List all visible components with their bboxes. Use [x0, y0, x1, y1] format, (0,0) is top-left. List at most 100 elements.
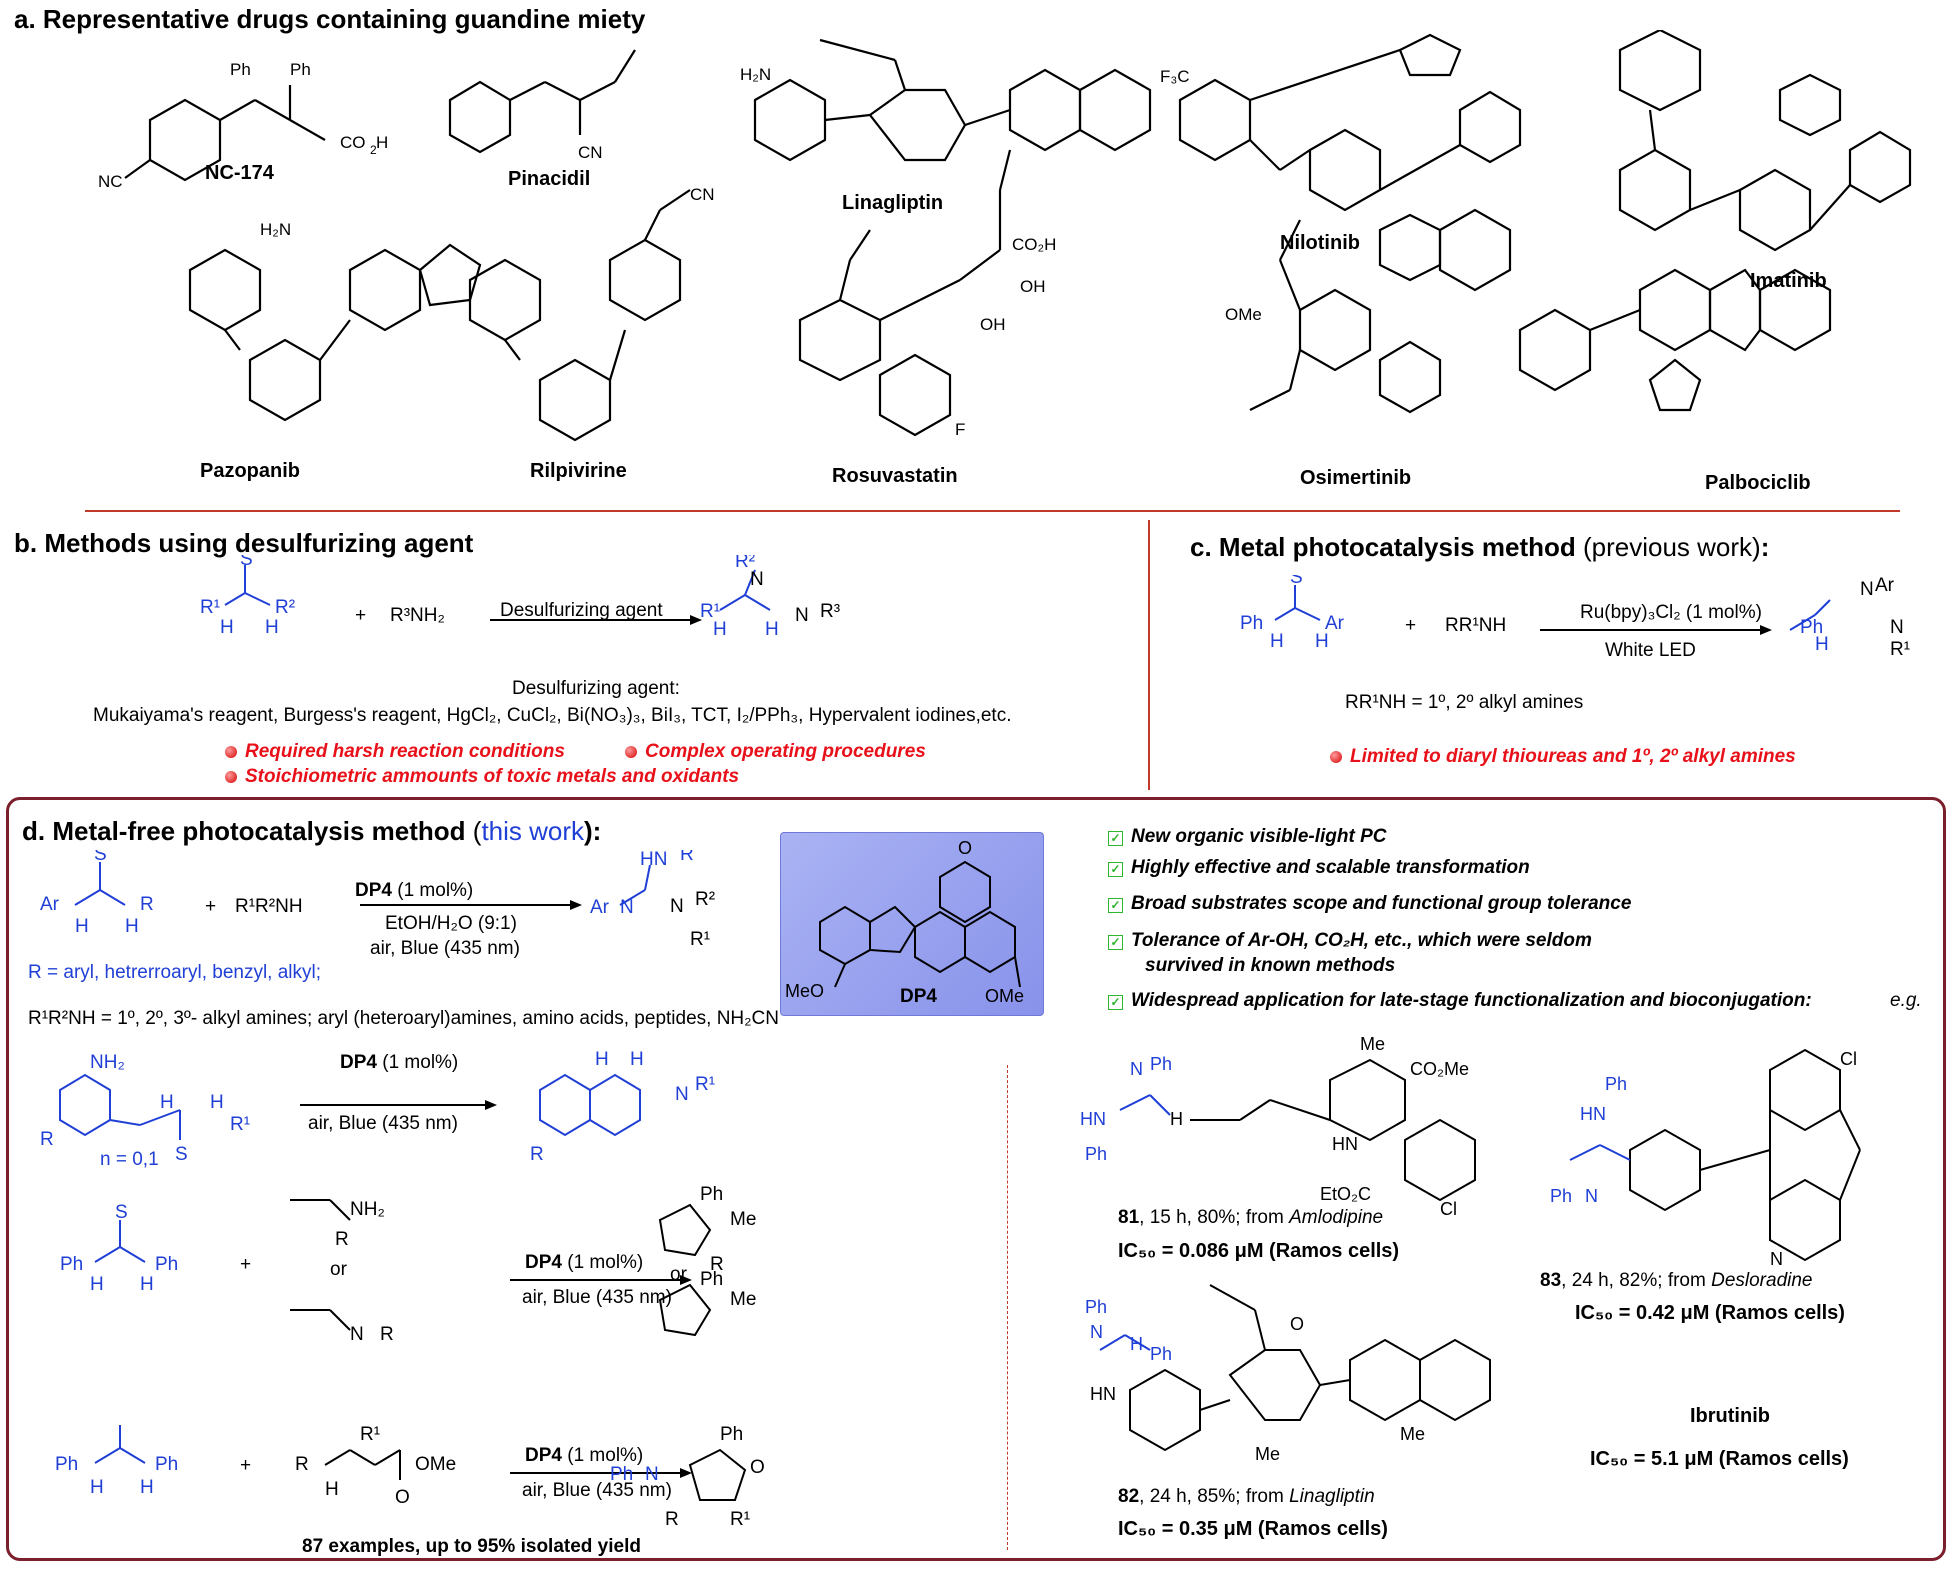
section-c-amine-note: RR¹NH = 1º, 2º alkyl amines [1345, 692, 1584, 713]
feature-item-2: ✓Highly effective and scalable transform… [1108, 857, 1530, 879]
eg-label: e.g. [1890, 990, 1922, 1011]
svg-text:Ph: Ph [1150, 1344, 1172, 1364]
svg-text:N: N [645, 1464, 659, 1485]
svg-text:R¹: R¹ [200, 597, 220, 618]
svg-text:Cl: Cl [1840, 1049, 1857, 1069]
dp4-label: DP4 [900, 986, 937, 1007]
nilotinib-ring-1 [1178, 78, 1252, 162]
svg-text:R¹: R¹ [690, 929, 710, 950]
svg-text:R: R [650, 1339, 664, 1340]
reaction-1-solvent: EtOH/H₂O (9:1) [385, 913, 517, 934]
svg-text:Ph: Ph [1085, 1297, 1107, 1317]
svg-text:H: H [140, 1477, 154, 1498]
svg-text:H: H [1815, 634, 1829, 655]
svg-text:H: H [642, 1180, 656, 1185]
drug-label-nc174: NC-174 [205, 162, 274, 184]
svg-text:H₂N: H₂N [260, 220, 291, 239]
svg-text:Me: Me [1400, 1424, 1425, 1444]
svg-text:Ph: Ph [55, 1454, 78, 1475]
svg-text:N: N [675, 1084, 689, 1105]
svg-text:F₃C: F₃C [1160, 67, 1190, 86]
svg-text:Ar: Ar [40, 894, 60, 915]
svg-text:OMe: OMe [1225, 305, 1262, 324]
svg-text:n = 0,1: n = 0,1 [100, 1149, 159, 1170]
examples-summary: 87 examples, up to 95% isolated yield [302, 1536, 641, 1557]
svg-text:H: H [1130, 1334, 1143, 1354]
section-b-note-1: Required harsh reaction conditions [225, 741, 565, 763]
svg-text:O: O [958, 838, 972, 858]
svg-text:R¹: R¹ [695, 1074, 715, 1095]
drug-label-imatinib: Imatinib [1750, 270, 1827, 292]
svg-text:S: S [240, 555, 253, 570]
svg-text:HN: HN [640, 850, 667, 870]
section-d-title: d. Metal-free photocatalysis method (thi… [22, 816, 602, 846]
svg-text:Ph: Ph [720, 1425, 743, 1445]
svg-text:Ar: Ar [590, 897, 610, 918]
svg-text:+: + [1405, 615, 1416, 636]
rosuvastatin-pyrimidine [798, 298, 882, 382]
svg-text:H: H [90, 1477, 104, 1498]
svg-text:S: S [1290, 575, 1303, 588]
svg-text:R³NH₂: R³NH₂ [390, 605, 445, 626]
svg-text:Ph: Ph [290, 60, 311, 79]
svg-text:R¹: R¹ [730, 1509, 750, 1530]
svg-text:H: H [376, 133, 388, 152]
svg-text:NH₂: NH₂ [350, 1199, 385, 1220]
svg-text:+: + [205, 896, 216, 917]
svg-text:Me: Me [730, 1289, 756, 1310]
svg-text:N: N [1130, 1059, 1143, 1079]
svg-text:R: R [295, 1454, 309, 1475]
svg-text:CN: CN [690, 185, 715, 204]
product-81-ic50: IC₅₀ = 0.086 μM (Ramos cells) [1118, 1240, 1400, 1262]
svg-text:O: O [750, 1457, 765, 1478]
svg-text:or: or [330, 1259, 348, 1280]
svg-text:N: N [1860, 579, 1874, 600]
desulfurizing-reagent-label: Desulfurizing agent [500, 600, 663, 621]
svg-text:Ph: Ph [1605, 1074, 1627, 1094]
svg-text:NC: NC [98, 172, 123, 191]
reaction-2-catalyst: DP4 (1 mol%) [340, 1052, 459, 1073]
pinacidil-pyridine [448, 80, 512, 154]
svg-text:N: N [1585, 1186, 1598, 1206]
section-divider-horizontal [85, 510, 1900, 512]
svg-text:N: N [350, 1324, 364, 1340]
svg-text:Ph: Ph [1240, 613, 1263, 634]
drug-label-linagliptin: Linagliptin [842, 192, 944, 214]
svg-text:R¹: R¹ [1890, 639, 1910, 660]
svg-text:CO: CO [340, 133, 366, 152]
section-d-divider [1007, 1065, 1010, 1550]
imatinib-ring-1 [1618, 148, 1692, 232]
drug-label-nilotinib: Nilotinib [1280, 232, 1360, 254]
section-b-note-3: Stoichiometric ammounts of toxic metals … [225, 766, 739, 788]
svg-text:2: 2 [370, 143, 377, 157]
svg-text:Ar: Ar [1325, 613, 1345, 634]
svg-text:MeO: MeO [785, 981, 824, 1001]
reaction-2-light: air, Blue (435 nm) [308, 1113, 458, 1134]
svg-text:S: S [94, 850, 107, 865]
linagliptin-piperidine [753, 78, 827, 162]
svg-text:O: O [395, 1487, 410, 1508]
svg-text:HN: HN [1332, 1134, 1358, 1154]
svg-text:Ph: Ph [60, 1254, 83, 1275]
section-b-title: b. Methods using desulfurizing agent [14, 528, 474, 558]
product-83-ic50: IC₅₀ = 0.42 μM (Ramos cells) [1575, 1302, 1845, 1324]
svg-text:R¹R²NH: R¹R²NH [235, 896, 303, 917]
reaction-4-light: air, Blue (435 nm) [522, 1480, 672, 1501]
svg-text:R: R [680, 850, 694, 865]
svg-text:R²: R² [275, 597, 295, 618]
svg-text:R¹: R¹ [360, 1425, 380, 1445]
svg-text:H: H [1315, 631, 1329, 652]
svg-text:H: H [325, 1479, 339, 1500]
svg-text:R¹: R¹ [700, 601, 720, 622]
drug-label-palbociclib: Palbociclib [1705, 472, 1811, 494]
svg-text:H: H [1270, 631, 1284, 652]
svg-text:H₂N: H₂N [740, 65, 771, 84]
svg-text:R: R [530, 1144, 544, 1165]
svg-text:Ph: Ph [1150, 1054, 1172, 1074]
